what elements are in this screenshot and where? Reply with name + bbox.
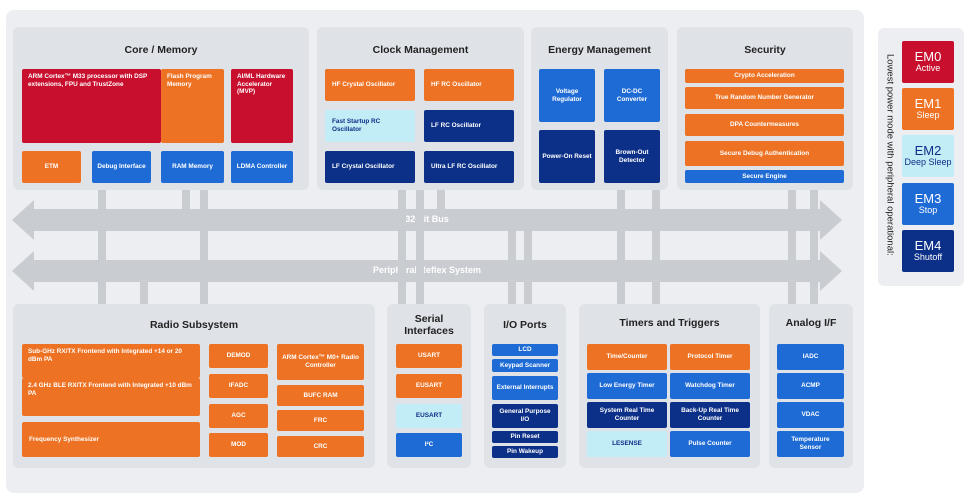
block-pulse-counter: Pulse Counter bbox=[670, 431, 750, 457]
block-arm-m33: ARM Cortex™ M33 processor with DSP exten… bbox=[22, 69, 161, 143]
section-clock-management: Clock Management HF Crystal Oscillator H… bbox=[317, 27, 524, 190]
block-etm: ETM bbox=[22, 151, 81, 183]
em0-desc: Active bbox=[915, 63, 941, 74]
em0-box: EM0 Active bbox=[902, 41, 954, 83]
em4-desc: Shutoff bbox=[913, 252, 943, 263]
block-low-energy-timer: Low Energy Timer bbox=[587, 373, 667, 399]
block-usart: USART bbox=[396, 344, 462, 368]
energy-mode-caption: Lowest power mode with peripheral operat… bbox=[884, 54, 896, 256]
block-frc: FRC bbox=[277, 410, 364, 431]
block-hf-rc: HF RC Oscillator bbox=[424, 69, 514, 101]
block-acmp: ACMP bbox=[777, 373, 844, 399]
block-backup-rtc: Back-Up Real Time Counter bbox=[670, 402, 750, 428]
block-lcd: LCD bbox=[492, 344, 558, 356]
block-protocol-timer: Protocol Timer bbox=[670, 344, 750, 370]
block-time-counter: Time/Counter bbox=[587, 344, 667, 370]
block-ble-frontend: 2.4 GHz BLE RX/TX Frontend with Integrat… bbox=[22, 378, 200, 416]
section-analog-if: Analog I/F IADC ACMP VDAC Temperature Se… bbox=[769, 304, 853, 468]
block-eusart-1: EUSART bbox=[396, 374, 462, 398]
em2-box: EM2 Deep Sleep bbox=[902, 135, 954, 177]
block-vdac: VDAC bbox=[777, 402, 844, 428]
em3-box: EM3 Stop bbox=[902, 183, 954, 225]
section-io-ports: I/O Ports LCD Keypad Scanner External In… bbox=[484, 304, 566, 468]
block-secure-engine: Secure Engine bbox=[685, 170, 844, 183]
radio-subsystem-title: Radio Subsystem bbox=[149, 319, 239, 331]
clock-management-title: Clock Management bbox=[372, 44, 469, 56]
block-temp-sensor: Temperature Sensor bbox=[777, 431, 844, 457]
section-radio-subsystem: Radio Subsystem Sub-GHz RX/TX Frontend w… bbox=[13, 304, 375, 468]
em1-box: EM1 Sleep bbox=[902, 88, 954, 130]
section-core-memory: Core / Memory ARM Cortex™ M33 processor … bbox=[13, 27, 309, 190]
block-external-interrupts: External Interrupts bbox=[492, 376, 558, 400]
block-dpa: DPA Countermeasures bbox=[685, 114, 844, 136]
block-eusart-2: EUSART bbox=[396, 404, 462, 428]
block-ram: RAM Memory bbox=[161, 151, 224, 183]
block-dcdc: DC-DC Converter bbox=[604, 69, 660, 122]
block-ifadc: IFADC bbox=[209, 374, 268, 398]
block-pin-wakeup: Pin Wakeup bbox=[492, 446, 558, 458]
block-bufc-ram: BUFC RAM bbox=[277, 385, 364, 406]
section-timers-triggers: Timers and Triggers Time/Counter Protoco… bbox=[579, 304, 760, 468]
block-trng: True Random Number Generator bbox=[685, 87, 844, 109]
em4-box: EM4 Shutoff bbox=[902, 230, 954, 272]
em3-name: EM3 bbox=[914, 191, 942, 207]
block-ultra-lf-rc: Ultra LF RC Oscillator bbox=[424, 151, 514, 183]
em4-name: EM4 bbox=[914, 238, 942, 254]
block-lf-rc: LF RC Oscillator bbox=[424, 110, 514, 142]
block-crypto: Crypto Acceleration bbox=[685, 69, 844, 83]
block-system-rtc: System Real Time Counter bbox=[587, 402, 667, 428]
energy-mode-legend: Lowest power mode with peripheral operat… bbox=[878, 28, 964, 286]
block-hf-crystal: HF Crystal Oscillator bbox=[325, 69, 415, 101]
io-ports-title: I/O Ports bbox=[503, 319, 547, 331]
block-brown-out: Brown-Out Detector bbox=[604, 130, 660, 183]
bus-32bit-label: 32-bit Bus bbox=[405, 214, 449, 224]
block-debug: Debug Interface bbox=[92, 151, 151, 183]
section-security: Security Crypto Acceleration True Random… bbox=[677, 27, 853, 190]
block-frequency-synth: Frequency Synthesizer bbox=[22, 422, 200, 457]
block-gpio: General Purpose I/O bbox=[492, 404, 558, 428]
block-agc: AGC bbox=[209, 404, 268, 428]
block-demod: DEMOD bbox=[209, 344, 268, 368]
bus-prs-label: Peripheral Reflex System bbox=[372, 265, 482, 275]
section-energy-management: Energy Management Voltage Regulator DC-D… bbox=[531, 27, 668, 190]
block-i2c: I²C bbox=[396, 433, 462, 457]
block-lesense: LESENSE bbox=[587, 431, 667, 457]
block-crc: CRC bbox=[277, 436, 364, 457]
em1-name: EM1 bbox=[914, 96, 942, 112]
block-voltage-regulator: Voltage Regulator bbox=[539, 69, 595, 122]
em0-name: EM0 bbox=[914, 49, 942, 65]
block-subghz-frontend: Sub-GHz RX/TX Frontend with Integrated +… bbox=[22, 344, 200, 378]
section-serial-interfaces: Serial Interfaces USART EUSART EUSART I²… bbox=[387, 304, 471, 468]
block-m0-radio-controller: ARM Cortex™ M0+ Radio Controller bbox=[277, 344, 364, 380]
em3-desc: Stop bbox=[918, 205, 938, 216]
block-watchdog-timer: Watchdog Timer bbox=[670, 373, 750, 399]
block-secure-debug: Secure Debug Authentication bbox=[685, 141, 844, 166]
block-lf-crystal: LF Crystal Oscillator bbox=[325, 151, 415, 183]
block-flash: Flash Program Memory bbox=[161, 69, 224, 143]
block-pin-reset: Pin Reset bbox=[492, 431, 558, 443]
serial-interfaces-title: Serial Interfaces bbox=[404, 313, 454, 338]
block-keypad: Keypad Scanner bbox=[492, 359, 558, 372]
block-mod: MOD bbox=[209, 433, 268, 457]
em2-name: EM2 bbox=[914, 143, 942, 159]
em2-desc: Deep Sleep bbox=[904, 157, 952, 168]
em1-desc: Sleep bbox=[916, 110, 940, 121]
block-power-on-reset: Power-On Reset bbox=[539, 130, 595, 183]
timers-triggers-title: Timers and Triggers bbox=[619, 317, 720, 329]
block-iadc: IADC bbox=[777, 344, 844, 370]
energy-management-title: Energy Management bbox=[548, 44, 651, 56]
block-aiml: AI/ML Hardware Accelerator (MVP) bbox=[231, 69, 293, 143]
block-fast-startup-rc: Fast Startup RC Oscillator bbox=[325, 110, 415, 142]
core-memory-title: Core / Memory bbox=[124, 44, 198, 56]
block-ldma: LDMA Controller bbox=[231, 151, 293, 183]
analog-if-title: Analog I/F bbox=[785, 317, 837, 329]
security-title: Security bbox=[744, 44, 786, 56]
